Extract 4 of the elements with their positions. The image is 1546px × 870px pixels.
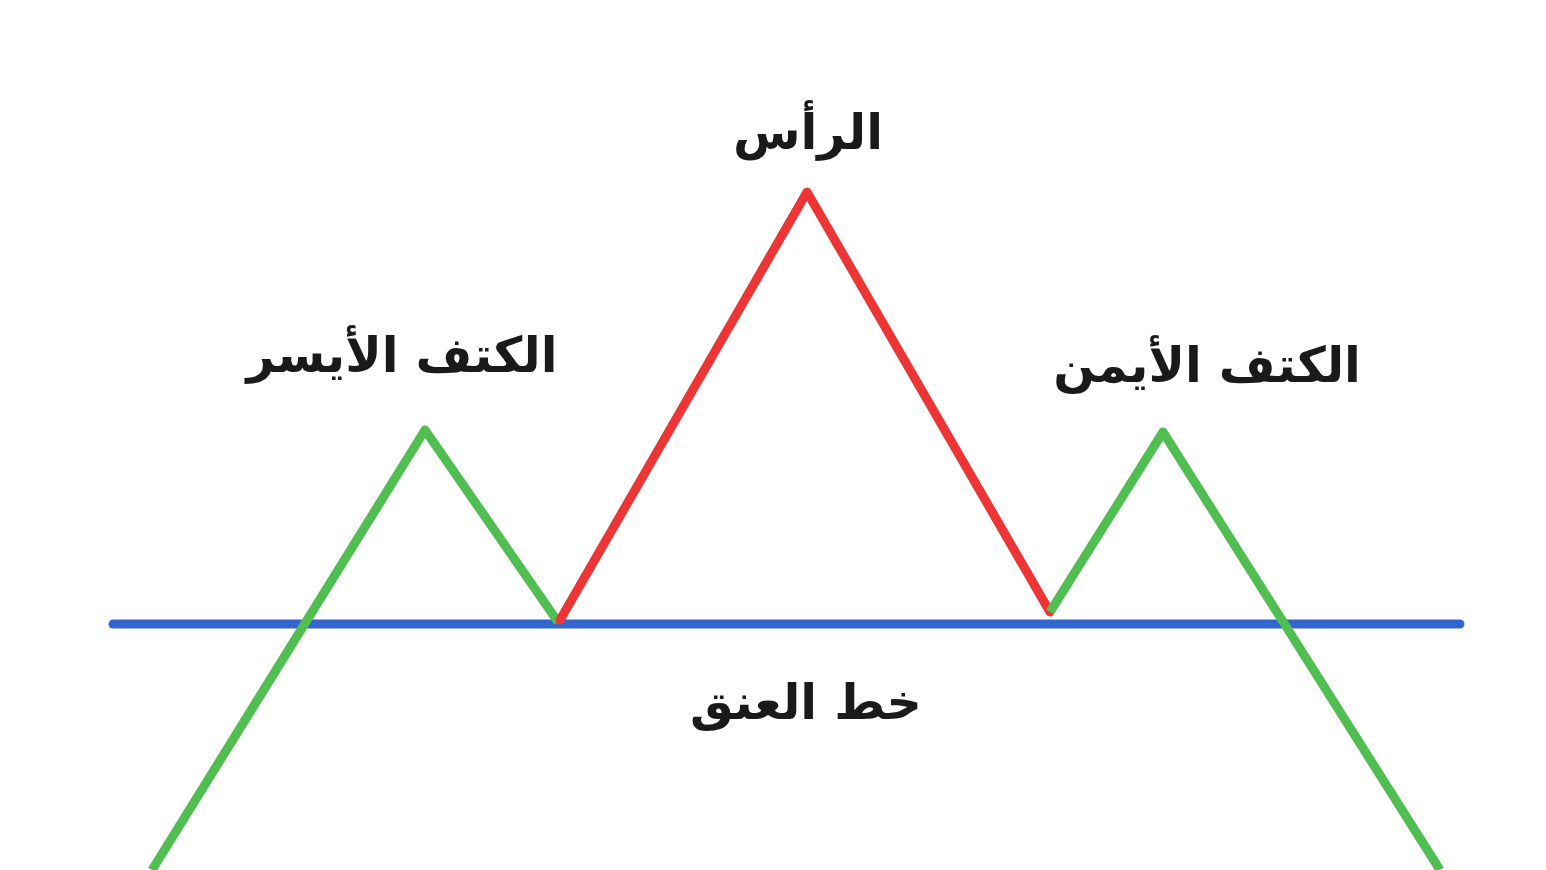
peak-label: الكتف الأيمن [1052,334,1362,396]
peak-label: الكتف الأيسر [244,324,559,386]
peak-label: الرأس [730,98,886,168]
neckline-label: خط العنق [689,672,923,733]
